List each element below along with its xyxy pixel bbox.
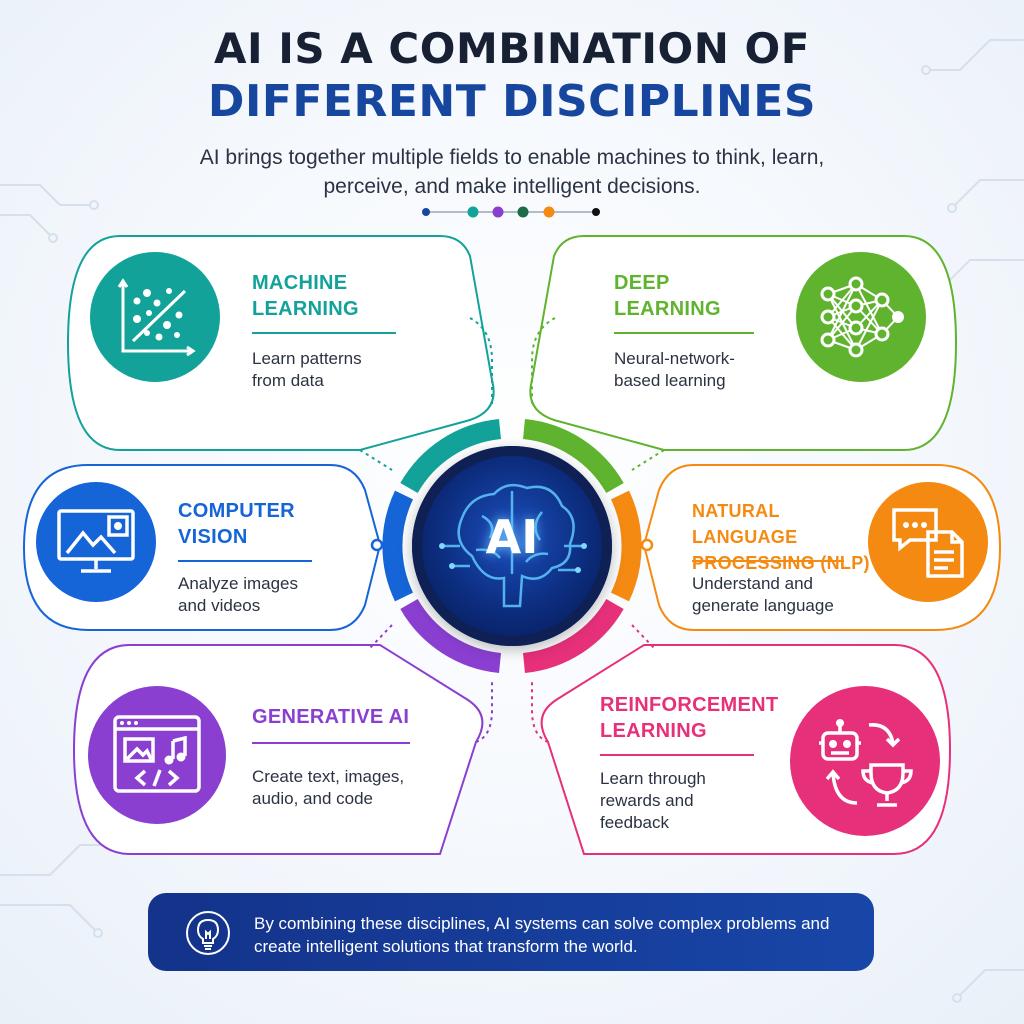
card-desc-nlp: Understand and generate language: [692, 574, 834, 615]
reinforcement-learning-icon-circle: [790, 686, 940, 836]
subtitle: AI brings together multiple fields to en…: [199, 146, 825, 198]
color-dots-divider: [422, 206, 600, 218]
neural-network-icon: [820, 276, 904, 358]
card-desc-machine-learning: Learn patterns from data: [252, 349, 362, 390]
card-desc-deep-learning: Neural-network-based learning: [614, 349, 735, 390]
scatter-plot-icon: [117, 278, 196, 357]
card-title-generative-ai: GENERATIVE AI: [252, 706, 410, 728]
card-title-machine-learning: MACHINE LEARNING: [252, 272, 359, 320]
card-title-reinforcement-learning: REINFORCEMENT LEARNING: [600, 694, 779, 742]
card-desc-generative-ai: Create text, images, audio, and code: [252, 767, 405, 808]
footer-text: By combining these disciplines, AI syste…: [254, 914, 830, 956]
lightbulb-icon: [186, 911, 230, 955]
machine-learning-icon-circle: [90, 252, 220, 382]
card-desc-reinforcement-learning: Learn through rewards and feedback: [600, 769, 706, 832]
generative-ai-icon-circle: [88, 686, 226, 824]
nlp-icon-circle: [868, 482, 988, 602]
chat-document-icon: [892, 508, 964, 578]
card-title-computer-vision: COMPUTER VISION: [178, 500, 295, 548]
hub-label: AI: [485, 510, 539, 564]
brain-icon: [439, 483, 587, 608]
robot-trophy-icon: [819, 719, 913, 807]
image-monitor-icon: [57, 509, 135, 573]
card-rule-nlp: [692, 560, 844, 562]
deep-learning-icon-circle: [796, 252, 926, 382]
footer-banner: [148, 893, 874, 971]
title-line-2: DIFFERENT DISCIPLINES: [207, 76, 817, 127]
card-title-nlp: NATURAL LANGUAGE PROCESSING (NLP): [692, 501, 870, 573]
computer-vision-icon-circle: [36, 482, 156, 602]
card-rule-machine-learning: [252, 332, 396, 334]
card-title-deep-learning: DEEP LEARNING: [614, 272, 721, 320]
card-rule-generative-ai: [252, 742, 410, 744]
media-code-window-icon: [113, 715, 201, 793]
card-rule-deep-learning: [614, 332, 754, 334]
title-line-1: AI IS A COMBINATION OF: [214, 24, 810, 73]
card-rule-reinforcement-learning: [600, 754, 754, 756]
card-rule-computer-vision: [178, 560, 312, 562]
card-desc-computer-vision: Analyze images and videos: [178, 574, 299, 615]
